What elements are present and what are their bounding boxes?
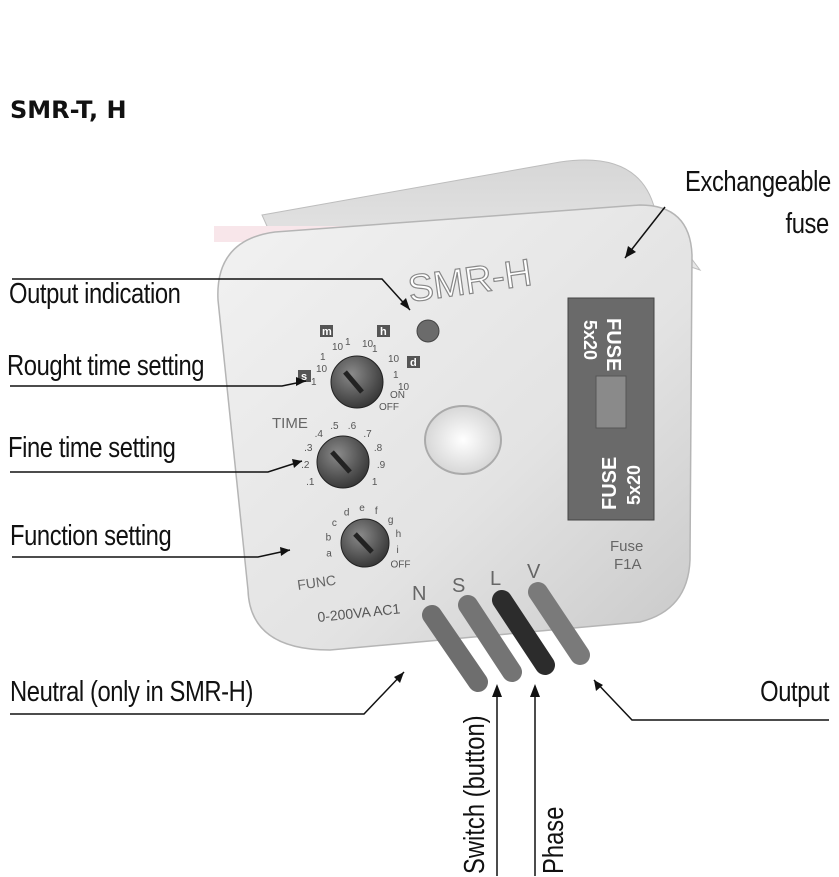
fine-time-tick: .5 (330, 421, 339, 432)
callout-lines (10, 206, 829, 876)
fine-time-tick: .8 (374, 443, 383, 454)
svg-text:10: 10 (362, 339, 374, 350)
label-phase: Phase (538, 806, 570, 874)
terminal-n: N (412, 583, 426, 605)
func-label: FUNC (296, 572, 337, 593)
fine-time-tick: .7 (363, 429, 372, 440)
leader-neutral (10, 671, 405, 715)
svg-text:1: 1 (320, 352, 326, 363)
svg-text:10: 10 (388, 354, 400, 365)
range-s: s (301, 371, 307, 383)
wire-l (492, 590, 555, 675)
fine-time-ticks: .1 .2 .3.4 .5 .6 .7.8 .9 1 (301, 421, 386, 488)
terminal-s: S (452, 575, 465, 597)
svg-text:1: 1 (345, 337, 351, 348)
fuse-size-top: 5x20 (580, 320, 600, 360)
leader-fine-time (10, 460, 303, 473)
function-tick: i (397, 545, 399, 556)
fine-time-tick: .6 (348, 421, 357, 432)
fine-time-tick: .1 (306, 477, 315, 488)
fine-time-tick: 1 (372, 477, 378, 488)
range-marks: m h s d (298, 325, 420, 383)
rough-time-knob[interactable] (330, 355, 384, 409)
fuse-label-bottom: FUSE (599, 457, 621, 510)
function-tick: b (326, 532, 332, 543)
label-fine-time: Fine time setting (8, 432, 176, 464)
label-function: Function setting (10, 520, 172, 552)
svg-text:1: 1 (311, 377, 317, 388)
wire-s (458, 595, 522, 682)
label-output-indication: Output indication (9, 278, 181, 310)
time-label: TIME (272, 415, 308, 432)
svg-text:10: 10 (316, 364, 328, 375)
output-led (416, 319, 440, 343)
wire-v (528, 582, 590, 665)
leader-output (593, 679, 829, 721)
terminal-l: L (490, 568, 501, 590)
wires (422, 582, 590, 692)
callout-arrows (280, 246, 636, 697)
fine-time-knob[interactable] (316, 435, 370, 489)
label-exchangeable: Exchangeable (685, 166, 831, 198)
leader-output-indication (12, 278, 411, 311)
function-tick: OFF (391, 560, 411, 571)
svg-text:10: 10 (332, 342, 344, 353)
label-rough-time: Rought time setting (7, 350, 205, 382)
svg-text:1: 1 (393, 370, 399, 381)
function-tick: e (359, 503, 365, 514)
fuse-rating-top: Fuse (610, 538, 643, 555)
cable-hole (424, 405, 502, 475)
fuse-rating-bottom: F1A (614, 556, 642, 573)
function-tick: f (375, 506, 378, 517)
terminal-letters: N S L V (412, 561, 541, 605)
diagram-title: SMR-T, H (10, 96, 127, 124)
range-d: d (410, 357, 417, 369)
function-tick: h (396, 529, 402, 540)
range-h: h (380, 326, 387, 338)
function-tick: g (388, 515, 394, 526)
fine-time-tick: .2 (301, 460, 310, 471)
function-tick: a (326, 548, 332, 559)
label-switch: Switch (button) (459, 715, 491, 874)
label-fuse: fuse (785, 208, 830, 240)
svg-text:1: 1 (372, 344, 378, 355)
fuse-label-top: FUSE (602, 318, 624, 371)
svg-text:10: 10 (398, 382, 410, 393)
range-m: m (322, 326, 332, 338)
leader-function (12, 549, 291, 558)
label-output: Output (760, 676, 829, 708)
function-knob[interactable] (340, 518, 390, 568)
function-tick: d (344, 507, 350, 518)
fuse-size-bottom: 5x20 (624, 465, 644, 505)
off-label: OFF (379, 402, 399, 413)
on-label: ON (390, 390, 405, 401)
fine-time-tick: .9 (377, 460, 386, 471)
terminal-v: V (527, 561, 541, 583)
fuse-panel: FUSE 5x20 FUSE 5x20 (567, 297, 655, 521)
fine-time-tick: .4 (315, 429, 324, 440)
wire-n (422, 605, 488, 692)
label-neutral: Neutral (only in SMR-H) (10, 676, 253, 708)
function-tick: c (332, 518, 337, 529)
fine-time-tick: .3 (304, 443, 313, 454)
